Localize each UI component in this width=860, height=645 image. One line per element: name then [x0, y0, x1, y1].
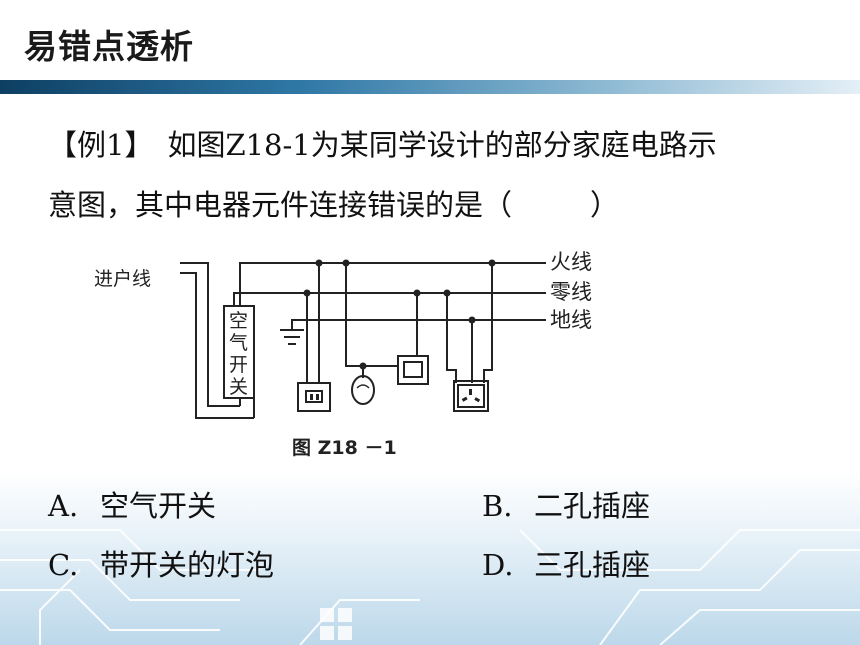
question-tag: 【例1】 — [48, 128, 154, 162]
figure-caption: 图 Z18 －1 — [292, 437, 397, 459]
option-b-letter: B. — [482, 489, 513, 523]
circuit-diagram: 进户线 火线 零线 地线 空 气 开 关 图 Z18 －1 — [94, 250, 592, 459]
option-b[interactable]: B. 二孔插座 — [482, 483, 650, 525]
neutral-wire-label: 零线 — [550, 280, 592, 304]
question-line-1: 【例1】如图Z18-1为某同学设计的部分家庭电路示 — [48, 122, 717, 164]
background-decoration — [0, 470, 860, 645]
question-text-1: 如图Z18-1为某同学设计的部分家庭电路示 — [167, 128, 717, 162]
option-a-text: 空气开关 — [100, 489, 217, 523]
breaker-label-2: 气 — [229, 332, 248, 354]
option-c-letter: C. — [48, 548, 79, 582]
live-wire-label: 火线 — [550, 250, 592, 274]
option-d-text: 三孔插座 — [534, 548, 651, 582]
option-d-letter: D. — [482, 548, 514, 582]
breaker-label-3: 开 — [229, 354, 248, 376]
page-title: 易错点透析 — [24, 27, 194, 66]
question-text-2: 意图，其中电器元件连接错误的是（ — [48, 188, 513, 222]
incoming-label: 进户线 — [94, 268, 151, 290]
option-c-text: 带开关的灯泡 — [100, 548, 275, 582]
breaker-label-4: 关 — [229, 376, 248, 398]
option-b-text: 二孔插座 — [534, 489, 651, 523]
ground-wire-label: 地线 — [550, 308, 592, 332]
option-a[interactable]: A. 空气开关 — [48, 483, 216, 525]
title-divider-bar — [0, 80, 860, 94]
option-d[interactable]: D. 三孔插座 — [482, 542, 650, 584]
question-line-2: 意图，其中电器元件连接错误的是（ ） — [48, 182, 619, 224]
option-a-letter: A. — [48, 489, 79, 523]
question-text-2-end: ） — [590, 188, 620, 222]
breaker-label-1: 空 — [229, 310, 248, 332]
option-c[interactable]: C. 带开关的灯泡 — [48, 542, 274, 584]
